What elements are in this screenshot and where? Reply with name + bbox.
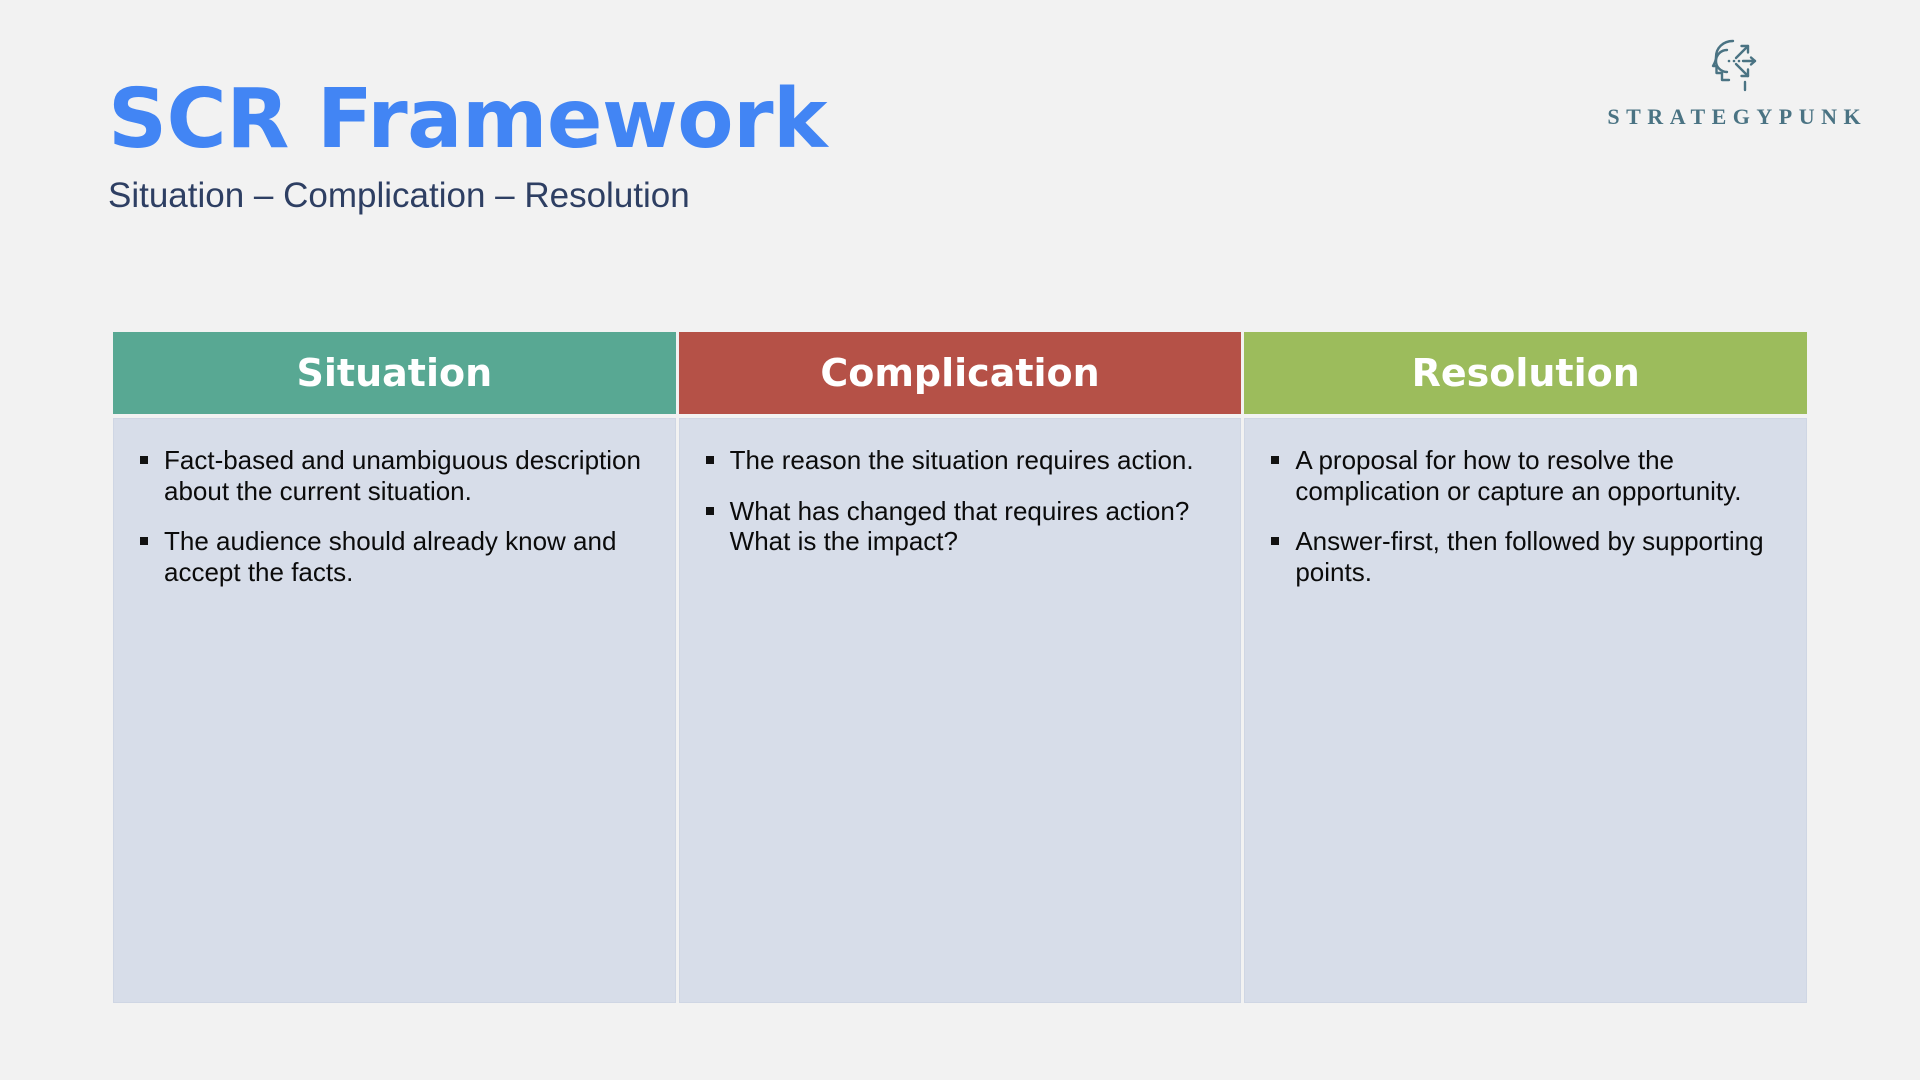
list-item-text: What has changed that requires action? W… [729,495,1190,557]
list-item-text: A proposal for how to resolve the compli… [1295,445,1742,506]
list-item: The audience should already know and acc… [136,526,653,587]
list-item-text: Answer-first, then followed by supportin… [1295,526,1764,588]
column-header-complication: Complication [678,332,1242,414]
bullet-square-icon [1271,537,1280,546]
column-body-complication: The reason the situation requires action… [678,418,1242,1003]
brand-logo: STRATEGYPUNK [1604,32,1864,130]
page-subtitle: Situation – Complication – Resolution [108,175,690,215]
list-item: Fact-based and unambiguous description a… [136,445,653,506]
page-title: SCR Framework [108,72,828,167]
column-header-resolution: Resolution [1244,332,1808,414]
slide-header: SCR Framework Situation – Complication –… [108,78,1108,216]
table-header-row: Situation Complication Resolution [113,332,1808,414]
bullet-list-complication: The reason the situation requires action… [702,445,1219,557]
scr-framework-table: Situation Complication Resolution Fact-b… [113,332,1808,1003]
bullet-square-icon [1271,456,1280,464]
bullet-square-icon [140,456,148,464]
bullet-list-situation: Fact-based and unambiguous description a… [136,445,653,588]
head-profile-arrows-icon [1703,32,1765,94]
column-body-situation: Fact-based and unambiguous description a… [113,418,676,1003]
bullet-list-resolution: A proposal for how to resolve the compli… [1267,445,1784,588]
list-item: Answer-first, then followed by supportin… [1267,526,1784,587]
column-header-situation: Situation [113,332,676,414]
bullet-square-icon [705,456,714,464]
table-body-row: Fact-based and unambiguous description a… [113,418,1808,1003]
list-item-text: The reason the situation requires action… [729,445,1194,475]
list-item: What has changed that requires action? W… [702,496,1219,557]
column-body-resolution: A proposal for how to resolve the compli… [1244,418,1808,1003]
list-item-text: Fact-based and unambiguous description a… [164,445,641,506]
bullet-square-icon [705,506,714,515]
bullet-square-icon [140,537,148,546]
list-item: The reason the situation requires action… [702,445,1219,476]
list-item-text: The audience should already know and acc… [164,526,617,588]
list-item: A proposal for how to resolve the compli… [1267,445,1784,506]
brand-wordmark: STRATEGYPUNK [1607,104,1868,129]
